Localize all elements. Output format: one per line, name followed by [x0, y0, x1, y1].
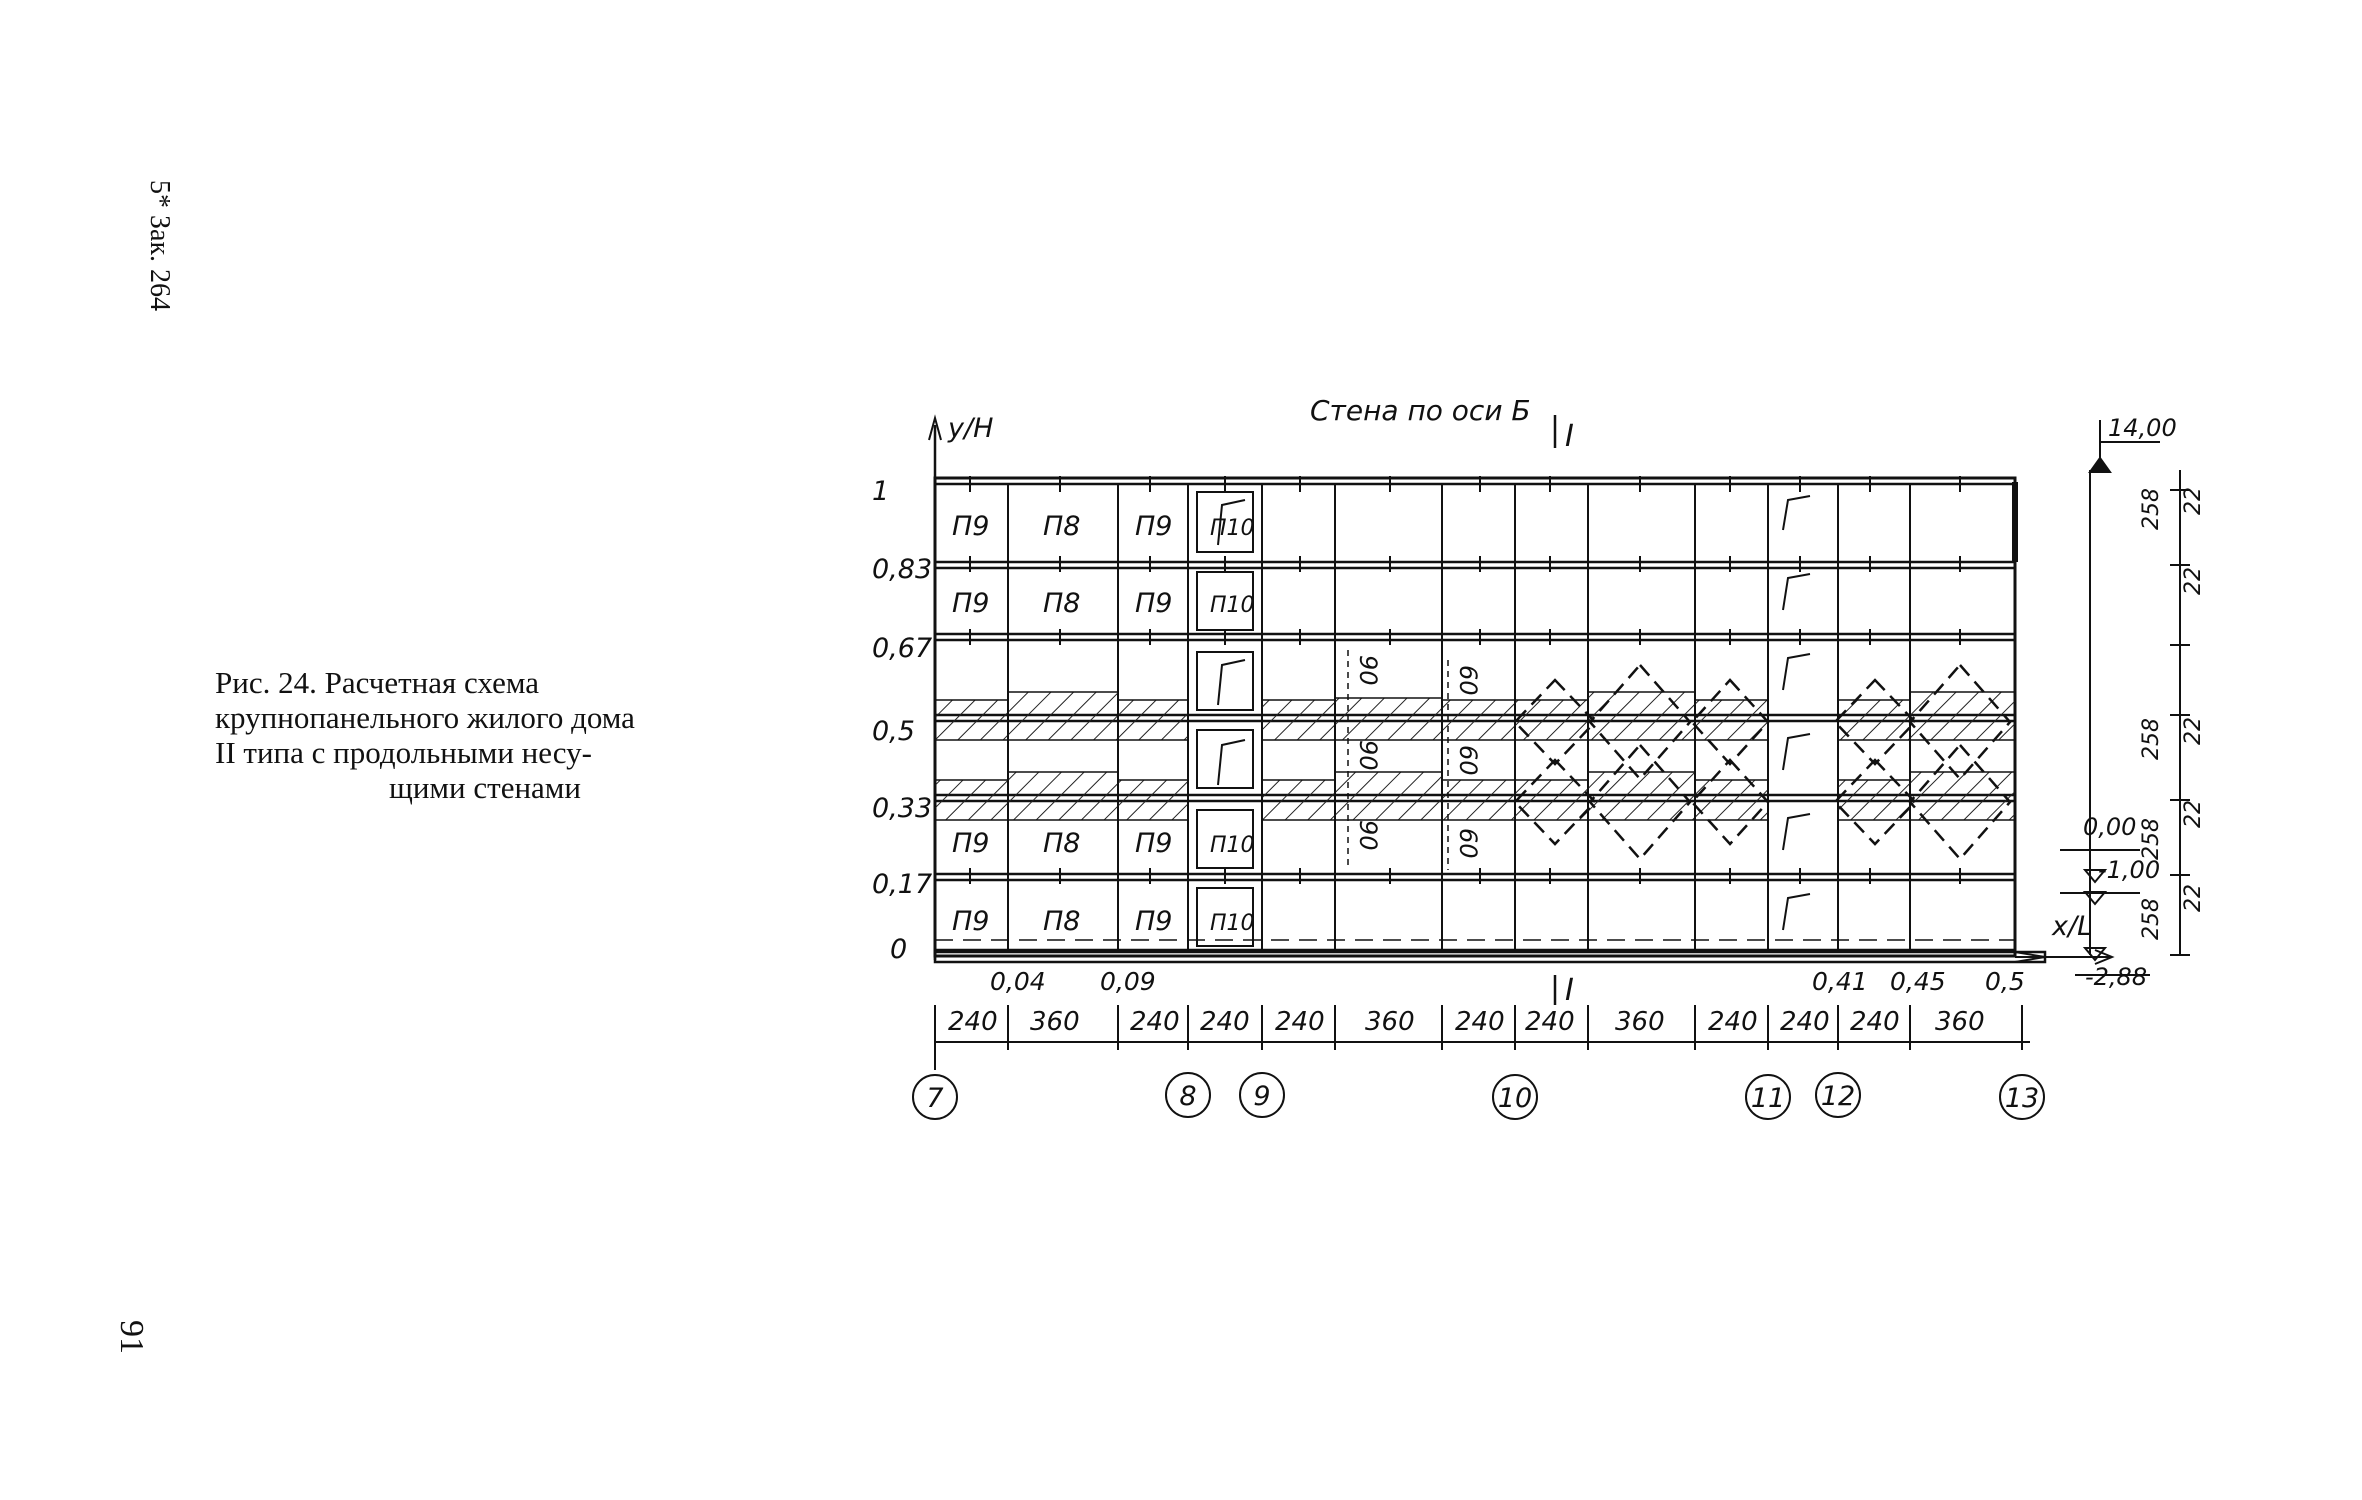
x-fraction: 0,5 [1985, 967, 2025, 996]
bay-dim: 360 [1365, 1007, 1415, 1037]
panel-label: П8 [1043, 906, 1080, 937]
y-tick-083: 0,83 [872, 554, 932, 585]
y-tick-05: 0,5 [872, 716, 915, 747]
x-fraction: 0,09 [1100, 967, 1156, 996]
caption-line-4: щими стенами [388, 770, 582, 805]
axis-marker-7: 7 [926, 1083, 943, 1114]
opening-dim: 60 [1454, 665, 1482, 696]
door-symbols [1196, 491, 1811, 947]
right-dim: 22 [2181, 717, 2206, 745]
bay-dim: 240 [1200, 1007, 1250, 1037]
right-dim: 258 [2139, 488, 2164, 530]
y-tick-017: 0,17 [872, 869, 932, 900]
right-dim: 22 [2181, 800, 2206, 828]
right-dim: 258 [2139, 898, 2164, 940]
drawing-title: Стена по оси Б [1310, 394, 1531, 427]
panel-label: П8 [1043, 588, 1080, 619]
dashed-openings [1513, 663, 2012, 861]
bay-dim: 240 [1455, 1007, 1505, 1037]
x-fraction: 0,41 [1812, 967, 1868, 996]
axis-marker-10: 10 [1498, 1083, 1532, 1114]
x-fraction-labels: 0,04 0,09 0,41 0,45 0,5 [990, 967, 2025, 996]
bay-dim: 360 [1935, 1007, 1985, 1037]
section-mark-top: I [1565, 419, 1574, 454]
right-dim: 258 [2139, 818, 2164, 860]
hatched-lintels [934, 691, 2016, 821]
axis-marker-8: 8 [1179, 1081, 1196, 1112]
panel-label: П9 [952, 511, 989, 542]
opening-dim: 90 [1354, 655, 1382, 686]
y-tick-033: 0,33 [872, 793, 932, 824]
panel-label: П9 [1135, 511, 1172, 542]
right-dim: 22 [2181, 884, 2206, 912]
elevation-minus-1: -1,00 [2098, 856, 2160, 884]
bay-dim: 240 [948, 1007, 998, 1037]
right-dim: 22 [2181, 487, 2206, 515]
y-axis-label: y/H [947, 413, 993, 444]
axis-marker-9: 9 [1253, 1081, 1270, 1112]
axis-markers [912, 1072, 2045, 1120]
panel-label: П10 [1210, 516, 1255, 541]
panel-label: П10 [1210, 833, 1255, 858]
y-tick-0: 0 [890, 934, 907, 965]
bay-dim: 240 [1780, 1007, 1830, 1037]
floor-ticks [969, 476, 1961, 884]
panel-label: П9 [1135, 906, 1172, 937]
bay-dim: 240 [1275, 1007, 1325, 1037]
x-fraction: 0,04 [990, 967, 1046, 996]
panel-label: П9 [952, 906, 989, 937]
caption-line-3: II типа с продольными несу- [215, 735, 592, 770]
opening-dim: 90 [1354, 820, 1382, 851]
elevation-top: 14,00 [2108, 414, 2177, 442]
axis-marker-13: 13 [2005, 1083, 2039, 1114]
y-tick-067: 0,67 [872, 633, 932, 664]
panel-labels: П9 П8 П9 П10 П9 П8 П9 П10 П9 П8 П9 П10 П… [952, 511, 1255, 937]
section-mark-bottom: I [1565, 973, 1574, 1008]
caption-line-2: крупнопанельного жилого дома [215, 700, 635, 735]
bay-dim: 240 [1130, 1007, 1180, 1037]
bay-dim: 240 [1525, 1007, 1575, 1037]
elevation-zero: 0,00 [2083, 813, 2136, 841]
opening-dim: 90 [1354, 740, 1382, 771]
axis-marker-12: 12 [1821, 1081, 1855, 1112]
panel-label: П9 [1135, 588, 1172, 619]
right-dimensions: 258 22 22 258 22 258 22 258 22 [2139, 487, 2206, 940]
bay-dim: 360 [1030, 1007, 1080, 1037]
caption-line-1: Рис. 24. Расчетная схема [215, 665, 539, 700]
panel-label: П9 [1135, 828, 1172, 859]
opening-dim: 60 [1454, 828, 1482, 859]
right-dim: 258 [2139, 718, 2164, 760]
opening-dim: 60 [1454, 745, 1482, 776]
y-tick-1: 1 [872, 476, 889, 507]
x-axis-label: x/L [2051, 911, 2092, 942]
y-tick-labels: 1 0,83 0,67 0,5 0,33 0,17 0 [872, 476, 932, 965]
panel-label: П9 [952, 828, 989, 859]
bay-dim: 240 [1708, 1007, 1758, 1037]
axis-marker-11: 11 [1751, 1083, 1785, 1114]
panel-label: П8 [1043, 511, 1080, 542]
figure-caption: Рис. 24. Расчетная схема крупнопанельног… [215, 665, 755, 805]
panel-label: П10 [1210, 911, 1255, 936]
x-fraction: 0,45 [1890, 967, 1946, 996]
elevation-minus-288: -2,88 [2085, 963, 2147, 991]
bay-dim: 360 [1615, 1007, 1665, 1037]
elevation-marks [2060, 420, 2190, 976]
opening-dimensions: 90 90 90 60 60 60 [1354, 655, 1482, 859]
panel-label: П9 [952, 588, 989, 619]
right-dim: 22 [2181, 567, 2206, 595]
bay-dim: 240 [1850, 1007, 1900, 1037]
panel-label: П8 [1043, 828, 1080, 859]
panel-label: П10 [1210, 593, 1255, 618]
bay-dimension-labels: 240 360 240 240 240 360 240 240 360 240 … [948, 1007, 1985, 1037]
